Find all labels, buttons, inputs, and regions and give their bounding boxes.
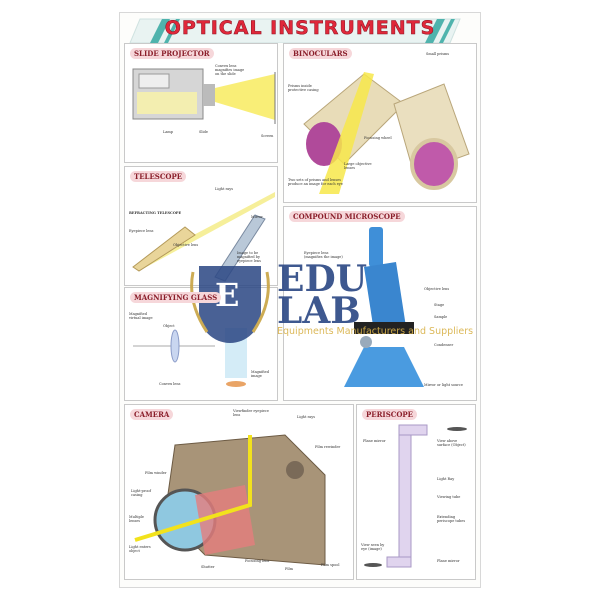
label: Prisms inside protective casing <box>288 84 319 92</box>
label: Focusing lens <box>245 559 270 563</box>
periscope-title: PERISCOPE <box>362 409 418 420</box>
label: Mirror or light source <box>424 383 463 387</box>
label: Plane mirror <box>363 439 386 443</box>
watermark-lab: LAB <box>277 290 361 332</box>
title-banner <box>129 18 461 43</box>
camera-panel: CAMERA Viewfinder eyepiece lens Light ra… <box>124 404 354 580</box>
label: Eyepiece lens <box>129 229 154 233</box>
label: Light Ray <box>437 477 455 481</box>
binoculars-illustration <box>303 72 470 194</box>
label: Convex lens <box>159 382 181 386</box>
slide-projector-title: SLIDE PROJECTOR <box>130 48 214 59</box>
label: Light rays <box>297 415 315 419</box>
label: Eyepiece lens (magnifies the image) <box>304 251 343 259</box>
label: Screen <box>261 134 274 138</box>
magnifying-glass-title: MAGNIFYING GLASS <box>130 292 222 303</box>
label: Two sets of prisms and lenses produce an… <box>288 178 343 186</box>
label: Convex lens magnifies image on the slide <box>215 64 245 76</box>
label: REFRACTING TELESCOPE <box>129 211 182 215</box>
label: Stage <box>434 303 445 307</box>
label: Film winder <box>145 471 167 475</box>
slide-projector-illustration <box>132 68 276 124</box>
label: Large objective lenses <box>344 162 372 170</box>
label: Magnified virtual image <box>129 312 153 320</box>
slide-projector-panel: SLIDE PROJECTOR Convex lens magnifies im… <box>124 43 278 163</box>
compound-microscope-title: COMPOUND MICROSCOPE <box>289 211 405 222</box>
label: Sample <box>434 315 448 319</box>
label: Multiple lenses <box>129 515 144 523</box>
label: Lamp <box>163 130 173 134</box>
compound-microscope-panel: COMPOUND MICROSCOPE Eyepiece lens (magni… <box>283 206 477 401</box>
label: View above surface (Object) <box>437 439 466 447</box>
periscope-illustration <box>364 424 467 568</box>
label: Image to be magnified by eyepiece lens <box>237 251 261 263</box>
label: View seen by eye (image) <box>361 543 385 551</box>
label: Objective lens <box>173 243 199 247</box>
label: Light rays <box>215 187 233 191</box>
periscope-panel: PERISCOPE Plane mirror View above surfac… <box>356 404 476 580</box>
telescope-illustration <box>132 192 275 282</box>
label: Film spool <box>321 563 340 567</box>
poster-title: OPTICAL INSTRUMENTS <box>164 17 436 40</box>
camera-title: CAMERA <box>130 409 174 420</box>
binoculars-panel: BINOCULARS Small prisms Prisms inside pr… <box>283 43 477 203</box>
edulab-watermark: E EDU LAB Equipments Manufacturers and S… <box>185 258 473 348</box>
label: Film rewinder <box>315 445 341 449</box>
label: Magnified image <box>251 370 269 378</box>
label: Focusing wheel <box>364 136 392 140</box>
watermark-tagline: Equipments Manufacturers and Suppliers <box>277 326 474 337</box>
label: Extending periscope tubes <box>437 515 466 523</box>
binoculars-title: BINOCULARS <box>289 48 352 59</box>
label: Light-proof casing <box>131 489 151 497</box>
label: Object <box>163 324 175 328</box>
label: Viewing tube <box>437 495 461 499</box>
label: Condenser <box>434 343 454 347</box>
label: Objective lens <box>424 287 450 291</box>
label: Mirror <box>251 215 263 219</box>
watermark-edu: EDU <box>277 258 368 300</box>
label: Light enters object <box>129 545 151 553</box>
label: Small prisms <box>426 52 450 56</box>
camera-illustration <box>134 434 326 566</box>
optical-instruments-poster: OPTICAL INSTRUMENTS SLIDE PROJECTOR Conv… <box>119 12 481 588</box>
label: Slide <box>199 130 208 134</box>
compound-microscope-illustration <box>344 227 424 387</box>
label: Plane mirror <box>437 559 460 563</box>
label: Viewfinder eyepiece lens <box>233 409 269 417</box>
label: Film <box>285 567 293 571</box>
label: Shutter <box>201 565 215 569</box>
telescope-title: TELESCOPE <box>130 171 187 182</box>
